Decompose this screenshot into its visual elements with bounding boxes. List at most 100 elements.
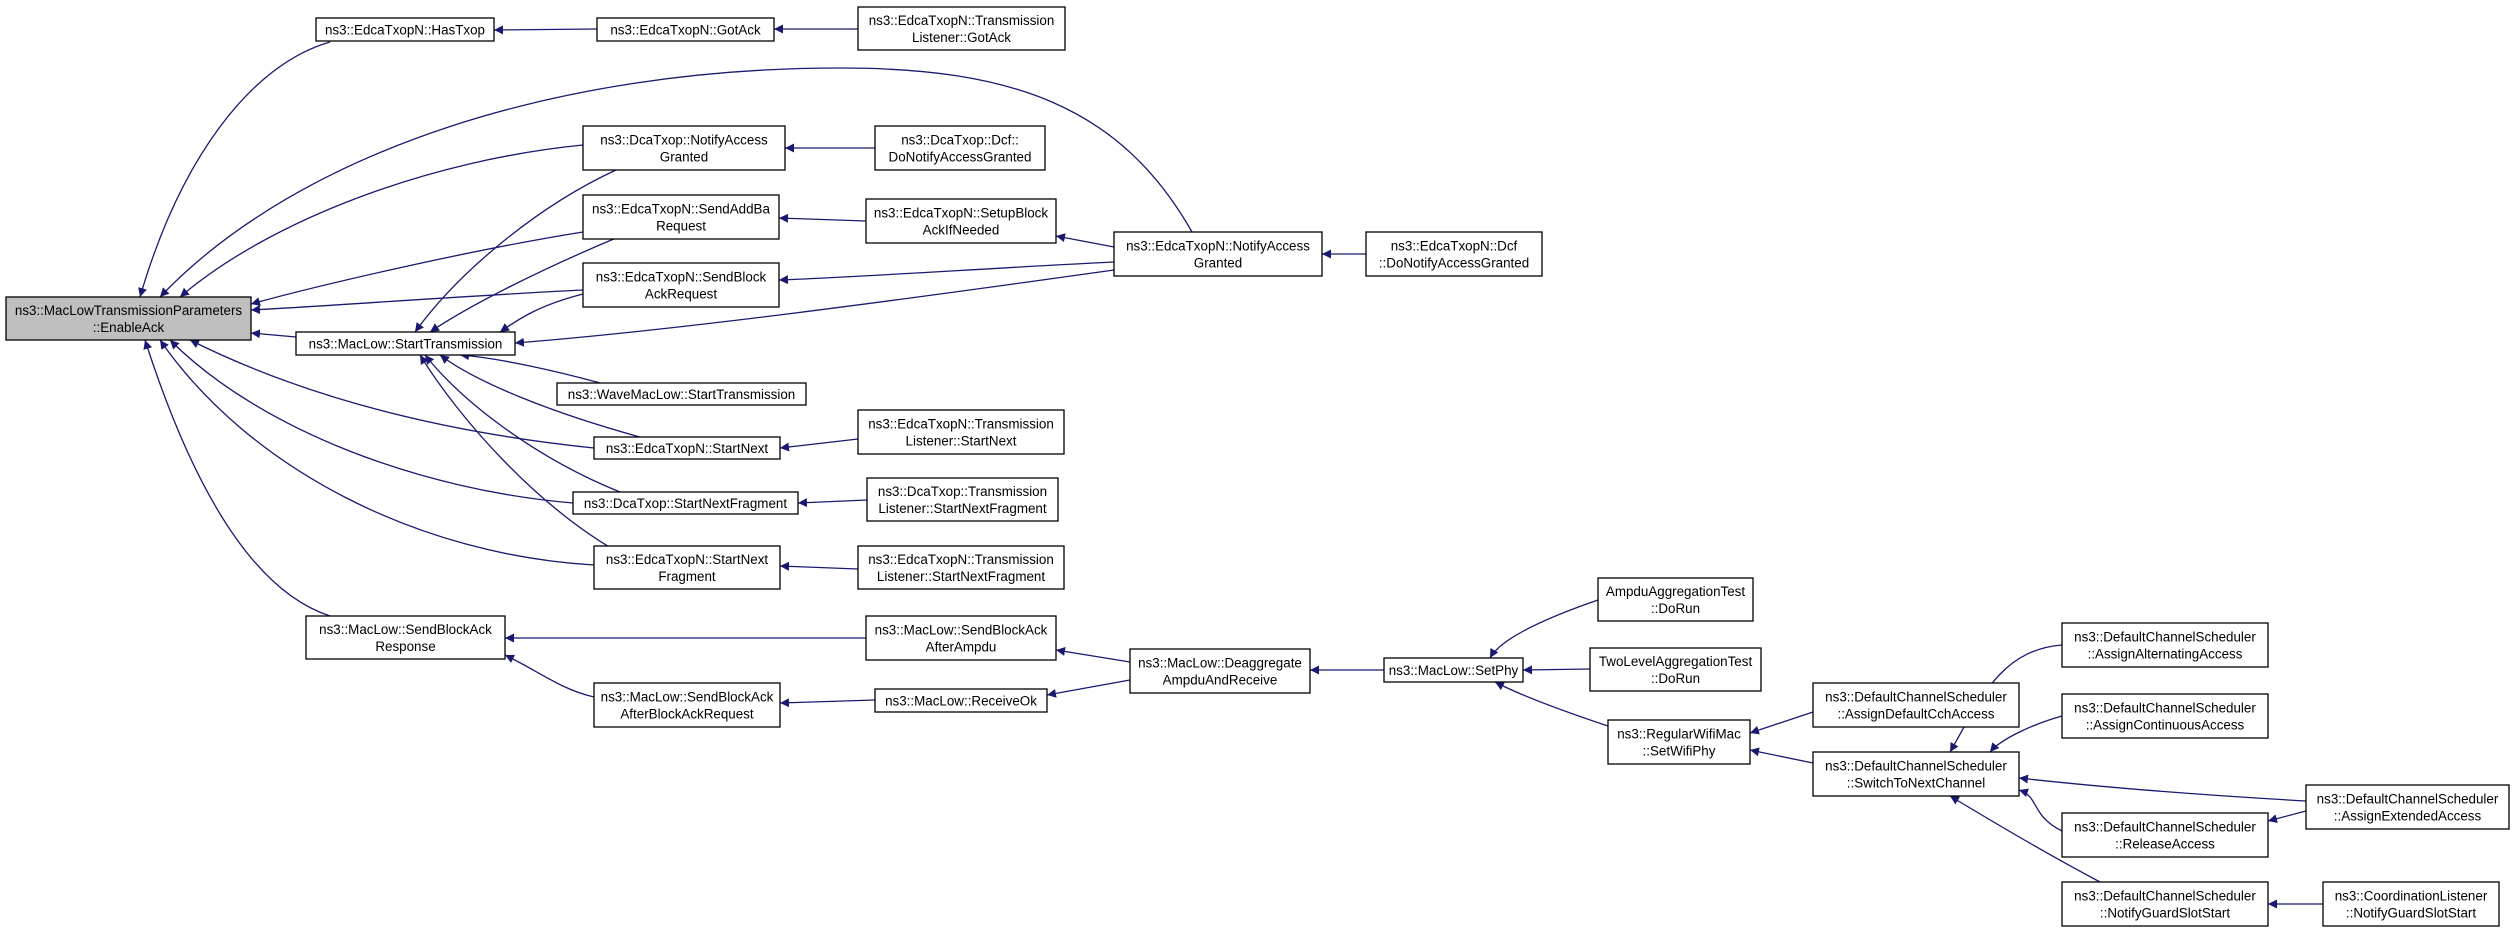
node-label: ns3::MacLow::SendBlockAck [601,690,774,705]
node-n35[interactable]: ns3::CoordinationListener::NotifyGuardSl… [2322,881,2500,927]
node-n28[interactable]: ns3::DefaultChannelScheduler::AssignDefa… [1812,682,2020,728]
node-n8[interactable]: ns3::EdcaTxopN::NotifyAccessGranted [1113,231,1323,277]
node-n13[interactable]: ns3::EdcaTxopN::StartNext [593,436,781,460]
edge-n6-n0 [250,231,584,306]
node-box [857,409,1065,455]
node-label: ::DoRun [1651,601,1700,616]
edge-n32-n33 [2267,810,2307,824]
node-label: AckRequest [645,287,717,302]
edge-n25-n24 [1489,599,1599,659]
node-n33[interactable]: ns3::DefaultChannelScheduler::ReleaseAcc… [2061,812,2269,858]
node-n34[interactable]: ns3::DefaultChannelScheduler::NotifyGuar… [2061,881,2269,927]
edge-n4-n11 [414,169,617,333]
node-n4[interactable]: ns3::DcaTxop::NotifyAccessGranted [582,125,786,171]
node-n22[interactable]: ns3::MacLow::ReceiveOk [874,688,1048,713]
edge-n17-n11 [419,354,626,557]
node-label: ns3::EdcaTxopN::SetupBlock [874,206,1048,221]
node-box [596,17,775,42]
node-box [1383,657,1524,683]
edge-n2-n1 [493,25,598,35]
node-label: ns3::DcaTxop::StartNextFragment [584,496,787,511]
node-label: ns3::EdcaTxopN::SendAddBa [592,202,770,217]
node-n26[interactable]: TwoLevelAggregationTest::DoRun [1589,647,1762,692]
node-root[interactable]: ns3::MacLowTransmissionParameters::Enabl… [5,296,252,341]
node-n25[interactable]: AmpduAggregationTest::DoRun [1597,577,1754,622]
node-label: ns3::DefaultChannelScheduler [2074,889,2256,904]
node-box [582,194,780,240]
node-box [593,436,781,460]
node-n1[interactable]: ns3::EdcaTxopN::HasTxop [315,17,495,42]
edge-n14-n13 [779,438,859,452]
node-n17[interactable]: ns3::EdcaTxopN::StartNextFragment [593,545,781,590]
node-label: ns3::MacLow::Deaggregate [1138,656,1302,671]
node-label: Granted [660,150,708,165]
node-n27[interactable]: ns3::RegularWifiMac::SetWifiPhy [1607,719,1751,765]
edge-n21-n19 [504,654,595,698]
node-n15[interactable]: ns3::DcaTxop::StartNextFragment [572,491,799,515]
node-n30[interactable]: ns3::DefaultChannelScheduler::AssignAlte… [2061,622,2269,668]
node-box [1607,719,1751,765]
node-n5[interactable]: ns3::DcaTxop::Dcf::DoNotifyAccessGranted [874,125,1046,171]
node-label: ns3::EdcaTxopN::Transmission [868,417,1054,432]
node-n21[interactable]: ns3::MacLow::SendBlockAckAfterBlockAckRe… [593,682,781,728]
node-n11[interactable]: ns3::MacLow::StartTransmission [295,331,516,356]
node-label: Listener::StartNextFragment [878,501,1046,516]
node-layer: ns3::MacLowTransmissionParameters::Enabl… [5,6,2510,927]
node-box [295,331,516,356]
node-box [1129,648,1311,694]
node-label: DoNotifyAccessGranted [889,150,1032,165]
node-label: AmpduAndReceive [1163,673,1278,688]
node-box [1812,751,2020,797]
node-box [1597,577,1754,622]
node-label: ::ReleaseAccess [2115,837,2215,852]
node-label: ns3::MacLow::ReceiveOk [885,694,1037,709]
node-label: ::AssignDefaultCchAccess [1837,707,1994,722]
edge-n8-n11 [514,269,1115,347]
node-n29[interactable]: ns3::DefaultChannelScheduler::SwitchToNe… [1812,751,2020,797]
node-n31[interactable]: ns3::DefaultChannelScheduler::AssignCont… [2061,693,2269,739]
node-n18[interactable]: ns3::EdcaTxopN::TransmissionListener::St… [857,545,1065,590]
node-label: ns3::EdcaTxopN::SendBlock [596,270,767,285]
edge-n8-n0 [159,67,1193,298]
node-n14[interactable]: ns3::EdcaTxopN::TransmissionListener::St… [857,409,1065,455]
edge-n26-n24 [1522,665,1591,675]
node-n12[interactable]: ns3::WaveMacLow::StartTransmission [556,382,807,406]
edge-n30-n29 [1949,644,2063,753]
edge-n11-n0 [250,329,297,339]
edge-n18-n17 [779,561,859,571]
node-label: ::AssignExtendedAccess [2334,809,2482,824]
node-box [1113,231,1323,277]
node-label: Listener::StartNextFragment [877,569,1045,584]
node-n24[interactable]: ns3::MacLow::SetPhy [1383,657,1524,683]
node-label: ns3::MacLow::SendBlockAck [319,622,492,637]
node-label: ns3::MacLowTransmissionParameters [15,303,243,318]
edge-n17-n0 [159,339,595,566]
node-box [572,491,799,515]
node-box [593,682,781,728]
edge-n27-n24 [1494,681,1609,727]
node-n9[interactable]: ns3::EdcaTxopN::Dcf::DoNotifyAccessGrant… [1365,231,1543,277]
node-box [2061,881,2269,927]
node-n3[interactable]: ns3::EdcaTxopN::TransmissionListener::Go… [857,6,1066,51]
node-label: ns3::DcaTxop::Transmission [878,484,1047,499]
edge-n10-n0 [250,289,584,315]
edge-n23-n22 [1046,679,1131,698]
node-label: ns3::DefaultChannelScheduler [1825,759,2007,774]
node-n32[interactable]: ns3::DefaultChannelScheduler::AssignExte… [2305,784,2510,830]
edge-n1-n0 [138,41,331,298]
node-label: AckIfNeeded [923,223,1000,238]
node-n2[interactable]: ns3::EdcaTxopN::GotAck [596,17,775,42]
node-label: ::DoRun [1651,671,1700,686]
node-box [556,382,807,406]
node-box [2322,881,2500,927]
node-box [315,17,495,42]
edge-n31-n29 [1989,715,2063,753]
node-n16[interactable]: ns3::DcaTxop::TransmissionListener::Star… [866,477,1059,522]
node-label: ::SetWifiPhy [1643,744,1716,759]
